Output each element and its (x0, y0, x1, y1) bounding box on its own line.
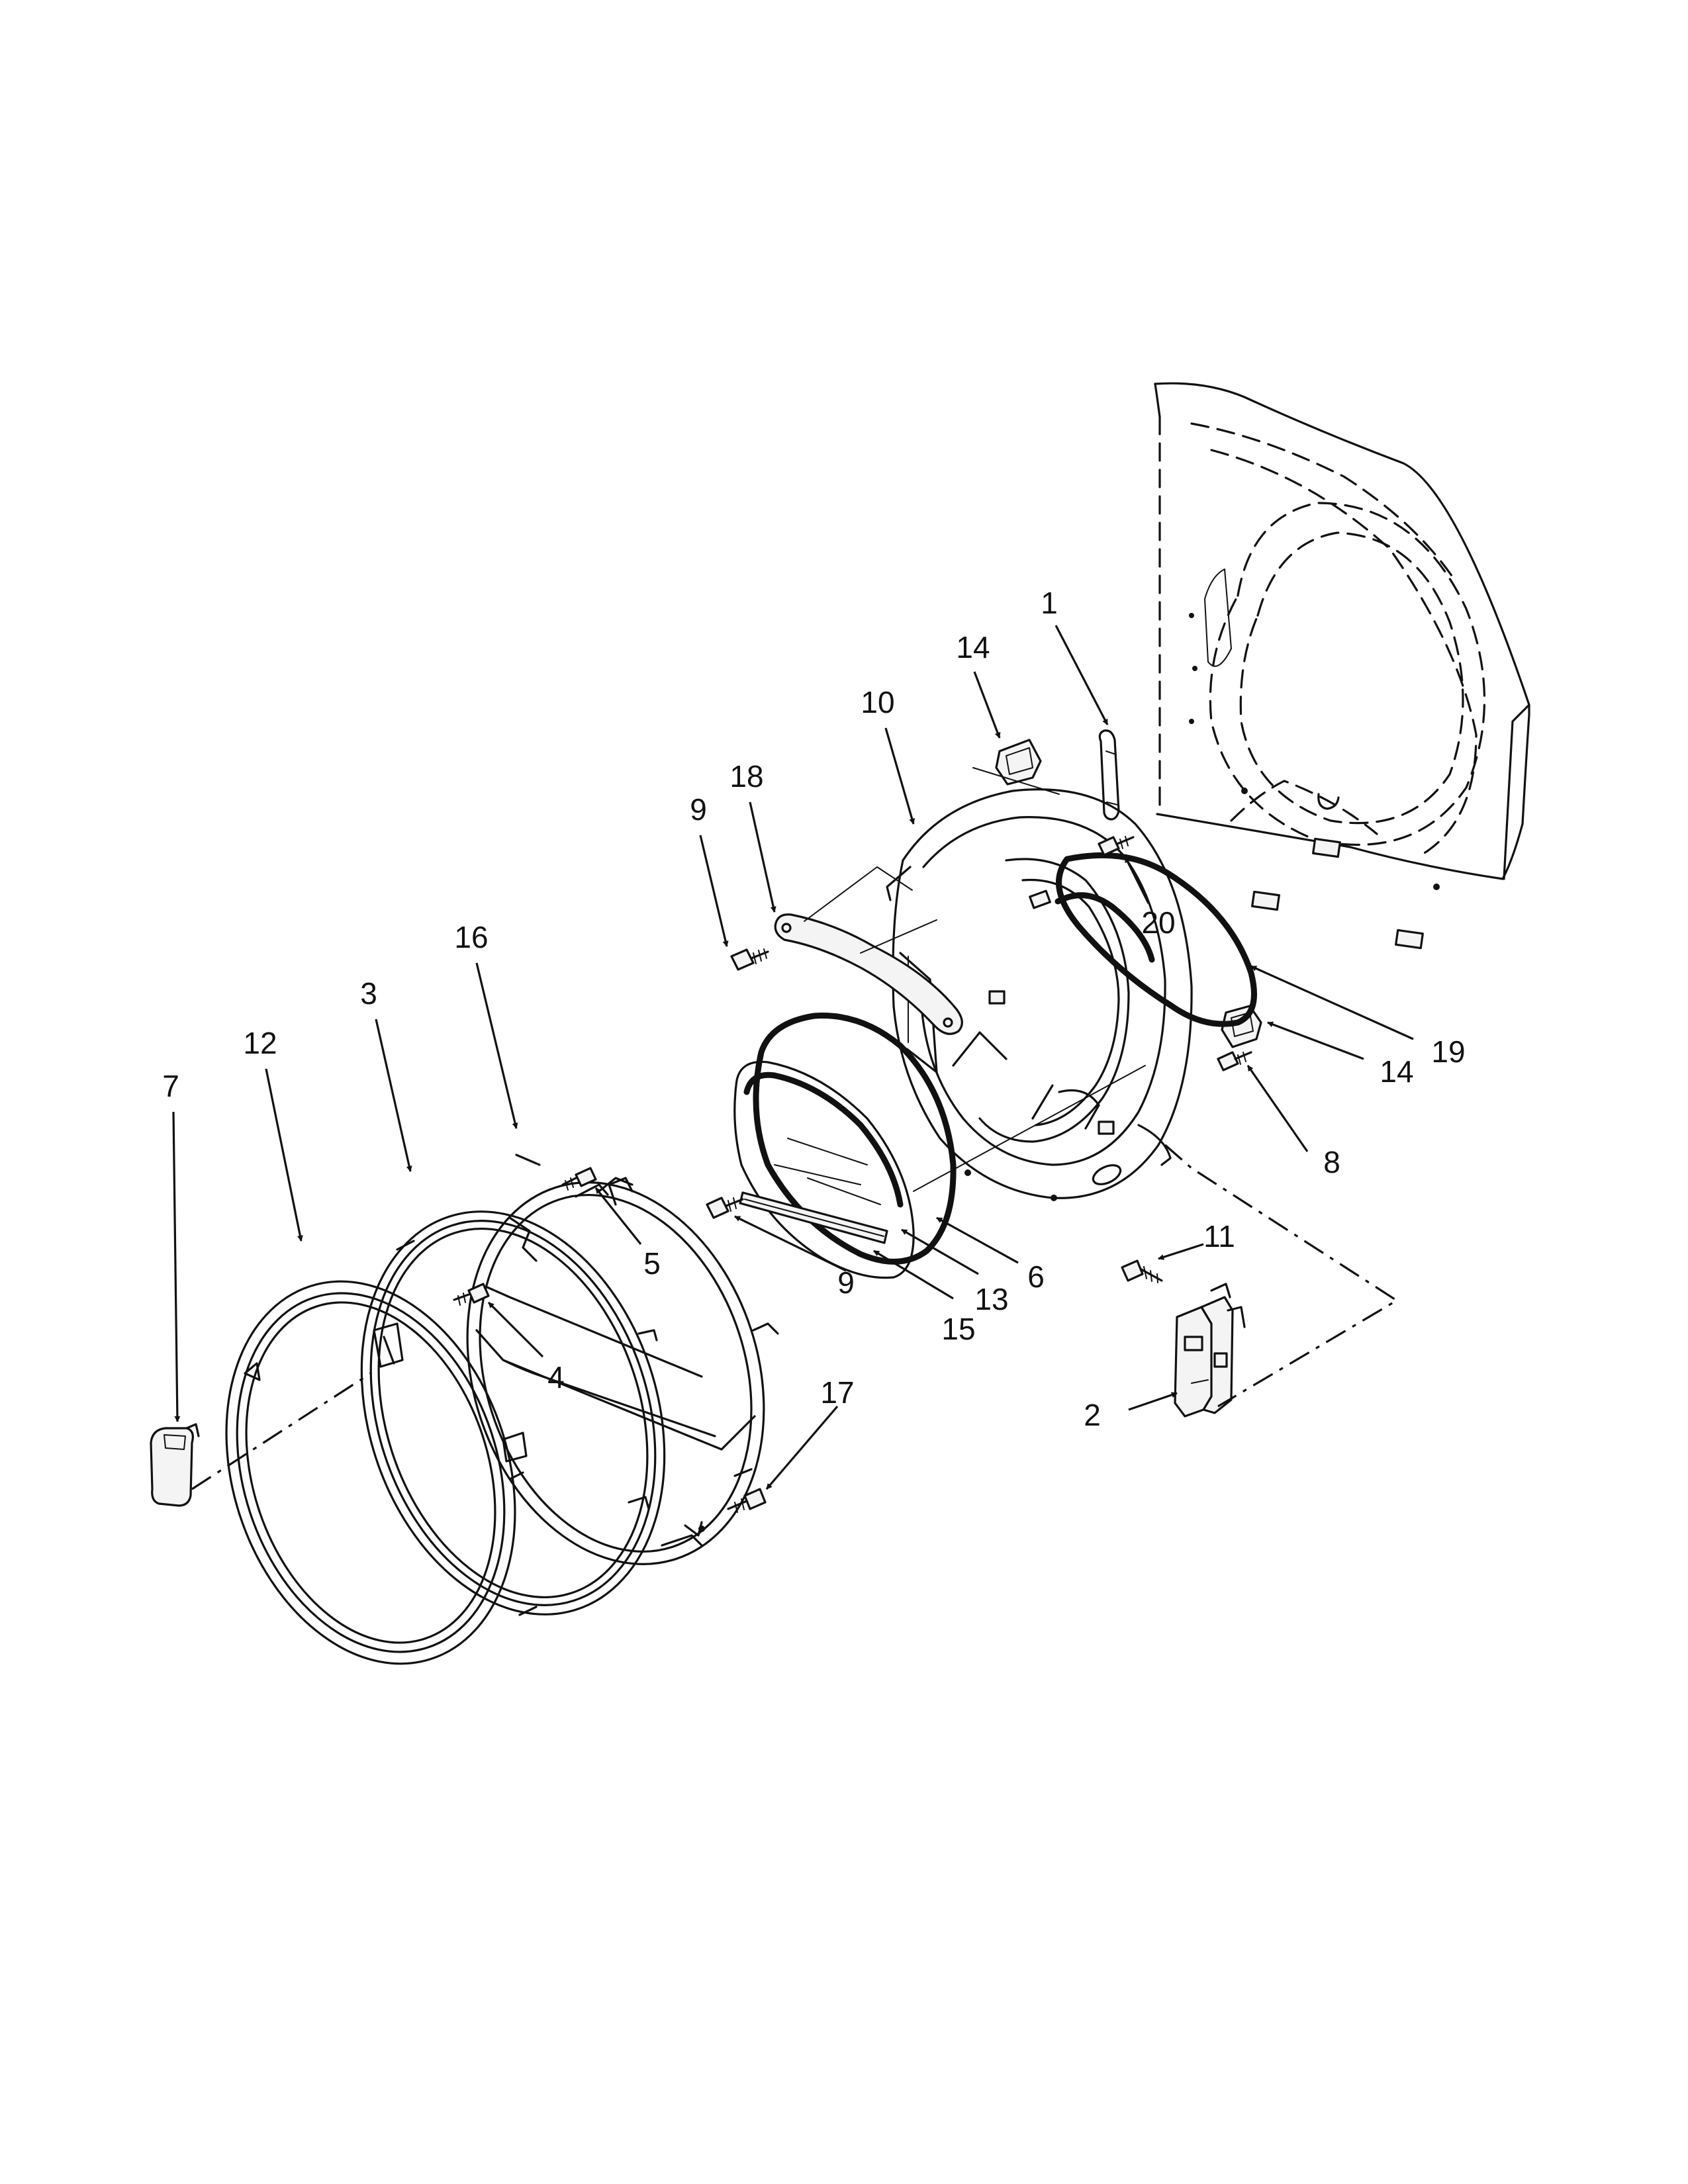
callout-13: 13 (974, 1282, 1008, 1316)
callout-16: 16 (454, 920, 488, 954)
callout-18: 18 (729, 759, 763, 794)
screw-5 (561, 1167, 597, 1191)
screw-4 (453, 1283, 490, 1306)
callout-11: 11 (1203, 1219, 1235, 1253)
callout-3: 3 (360, 976, 377, 1011)
callout-5: 5 (643, 1246, 661, 1281)
callout-14-right: 14 (1380, 1054, 1413, 1089)
callout-9-bottom: 9 (837, 1265, 855, 1300)
part-18-hinge-bracket (774, 913, 963, 1035)
callout-15: 15 (941, 1312, 975, 1346)
callout-2: 2 (1084, 1398, 1101, 1432)
callout-19: 19 (1431, 1034, 1465, 1069)
callout-10: 10 (861, 685, 894, 719)
callout-6: 6 (1027, 1259, 1045, 1294)
part-16-inner-panel (466, 1154, 779, 1565)
part-20-gasket (1055, 852, 1257, 1027)
callout-8: 8 (1323, 1145, 1340, 1179)
assembly-lines (191, 866, 1399, 1490)
callout-14-top: 14 (956, 630, 990, 664)
part-12-door-trim (225, 1280, 528, 1665)
screw-11 (1121, 1259, 1163, 1283)
part-3-outer-ring (360, 1183, 666, 1616)
part-13-door-glass (733, 1060, 915, 1279)
part-14-latch-top (972, 739, 1060, 795)
callout-17: 17 (820, 1375, 854, 1410)
callout-12: 12 (243, 1026, 277, 1060)
screw-9-bottom (706, 1197, 744, 1219)
screw-8 (1217, 1051, 1252, 1071)
callout-labels: 1 14 10 18 9 20 19 14 8 11 2 6 13 15 9 1… (162, 586, 1465, 1432)
screw-17 (727, 1488, 767, 1513)
part-10-inner-frame (886, 788, 1193, 1201)
part-front-panel (1154, 382, 1530, 950)
callout-4: 4 (547, 1360, 565, 1394)
callout-1: 1 (1041, 586, 1058, 620)
callout-20: 20 (1141, 905, 1175, 940)
part-7-handle (150, 1423, 200, 1507)
part-6-door-gasket (753, 1013, 957, 1265)
screw-20 (1098, 836, 1135, 856)
part-15-retainer-strip (739, 1191, 888, 1244)
callout-leaders (172, 625, 1414, 1490)
screw-9-top (730, 948, 769, 971)
part-2-hinge (1174, 1283, 1246, 1418)
callout-7: 7 (162, 1069, 179, 1103)
callout-9-top: 9 (690, 792, 707, 827)
